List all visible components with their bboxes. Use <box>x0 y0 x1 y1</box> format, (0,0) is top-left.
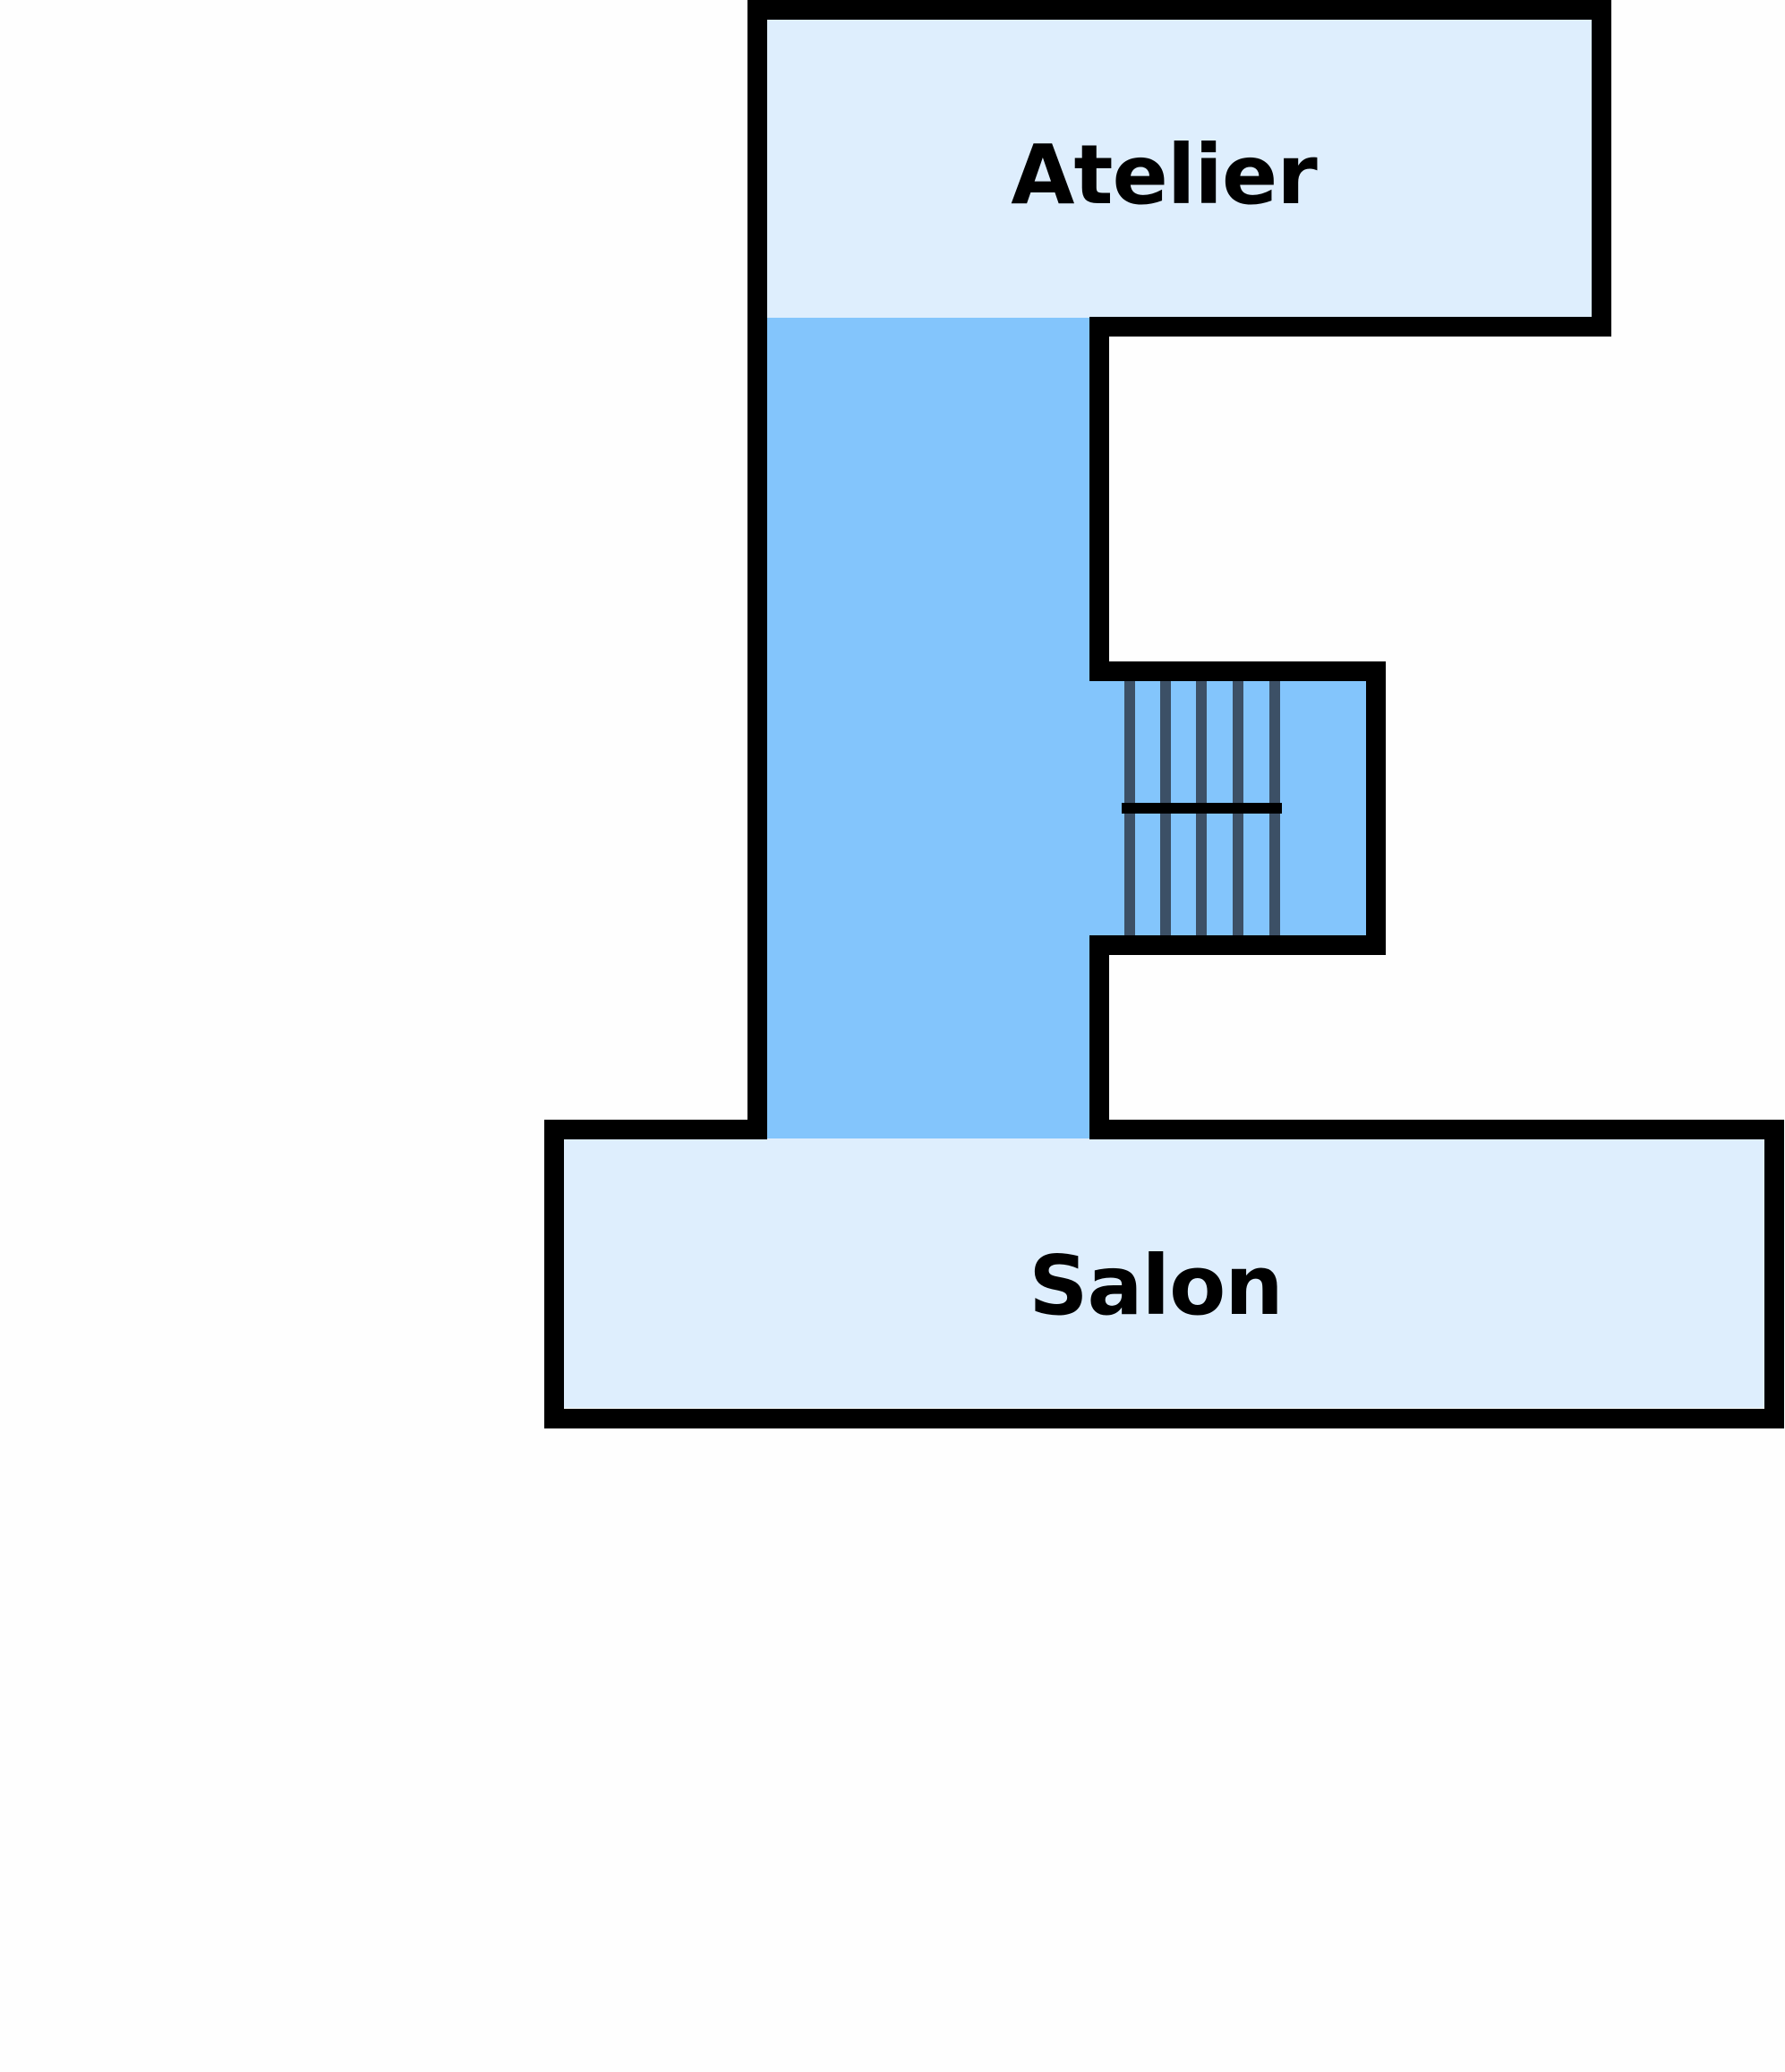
atelier-label: Atelier <box>1011 127 1318 223</box>
atelier-room <box>767 20 1601 318</box>
salon-room <box>564 1138 1765 1408</box>
outer-wall <box>544 0 1784 1428</box>
salon-label: Salon <box>1029 1238 1283 1334</box>
corridor-fill <box>767 318 1367 1138</box>
